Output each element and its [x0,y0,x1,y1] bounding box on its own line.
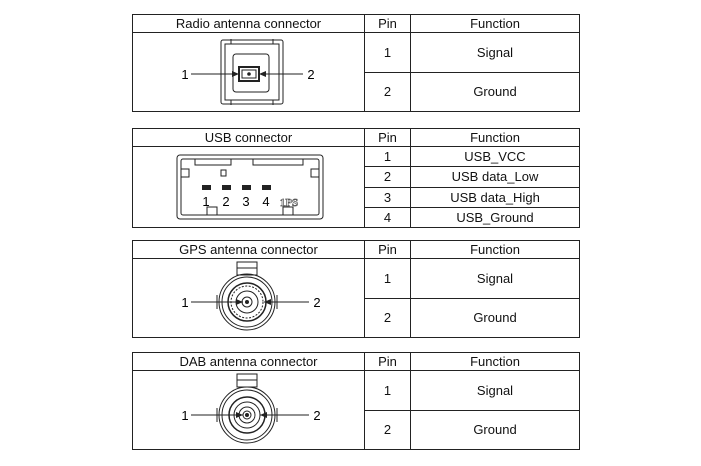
function-cell: Signal [410,32,580,73]
dab-connector-drawing: 1 2 [181,373,321,444]
table-row: 1 2 1 Signal [132,370,580,450]
pin-cell: 1 [364,258,411,299]
gps-antenna-table: GPS antenna connector Pin Function [132,240,580,338]
pin-cell: 4 [364,206,411,229]
pin-cell: 1 [364,370,411,411]
pin-header: Pin [364,14,411,33]
table-row: 1 2 1 Signal [132,32,580,112]
table-row: 3 USB data_High [133,186,580,208]
table-row: 1 2 3 4 1PS 1 USB_VCC [132,145,580,228]
table-row: 2 Ground [133,297,580,338]
table-header-row: DAB antenna connector Pin Function [132,352,580,371]
pin-cell: 2 [364,166,411,188]
function-header: Function [410,352,580,371]
connector-title: USB connector [132,128,365,147]
pin-cell: 1 [364,145,411,168]
usb-pin-2-contact [222,185,231,190]
callout-pin-2: 2 [307,67,314,82]
function-header: Function [410,14,580,33]
table-header-row: GPS antenna connector Pin Function [132,240,580,259]
connector-title: Radio antenna connector [132,14,365,33]
function-cell: USB_VCC [410,145,580,168]
callout-pin-1: 1 [181,408,188,423]
callout-pin-2: 2 [313,408,320,423]
usb-pin-label: 4 [262,194,269,209]
callout-pin-1: 1 [181,67,188,82]
usb-pin-label: 1 [202,194,209,209]
connector-title: DAB antenna connector [132,352,365,371]
table-header-row: USB connector Pin Function [132,128,580,147]
callout-pin-2: 2 [313,295,320,310]
function-header: Function [410,240,580,259]
function-cell: Ground [410,71,580,112]
function-cell: USB_Ground [410,206,580,229]
function-cell: Signal [410,258,580,299]
radio-antenna-table: Radio antenna connector Pin Function [132,14,580,112]
radio-connector-drawing: 1 2 [181,39,315,105]
usb-pin-1-contact [202,185,211,190]
pin-header: Pin [364,352,411,371]
usb-connector-drawing: 1 2 3 4 1PS [176,154,324,220]
pin-cell: 2 [364,71,411,112]
usb-pin-label: 2 [222,194,229,209]
function-cell: Ground [410,409,580,450]
usb-pin-label: 3 [242,194,249,209]
dab-connector-diagram: 1 2 [132,370,365,450]
table-row: 1 2 1 Signal [132,258,580,338]
function-cell: Ground [410,297,580,338]
pin-cell: 3 [364,186,411,208]
table-row: 4 USB_Ground [133,206,580,229]
radio-connector-diagram: 1 2 [132,32,365,112]
connector-title: GPS antenna connector [132,240,365,259]
usb-connector-table: USB connector Pin Function 1 2 [132,128,580,229]
pin-cell: 2 [364,297,411,338]
table-header-row: Radio antenna connector Pin Function [132,14,580,33]
table-row: 2 Ground [133,409,580,450]
gps-connector-diagram: 1 2 [132,258,365,338]
pin-header: Pin [364,240,411,259]
function-cell: USB data_High [410,186,580,208]
usb-housing-mark: 1PS [280,197,298,209]
function-header: Function [410,128,580,147]
function-cell: Signal [410,370,580,411]
table-row: 2 Ground [133,71,580,112]
usb-connector-diagram: 1 2 3 4 1PS [132,146,365,228]
pin-cell: 2 [364,409,411,450]
pin-cell: 1 [364,32,411,73]
dab-antenna-table: DAB antenna connector Pin Function [132,352,580,450]
pin-header: Pin [364,128,411,147]
usb-pin-4-contact [262,185,271,190]
usb-pin-3-contact [242,185,251,190]
callout-pin-1: 1 [181,295,188,310]
gps-connector-drawing: 1 2 [181,261,321,331]
function-cell: USB data_Low [410,166,580,188]
